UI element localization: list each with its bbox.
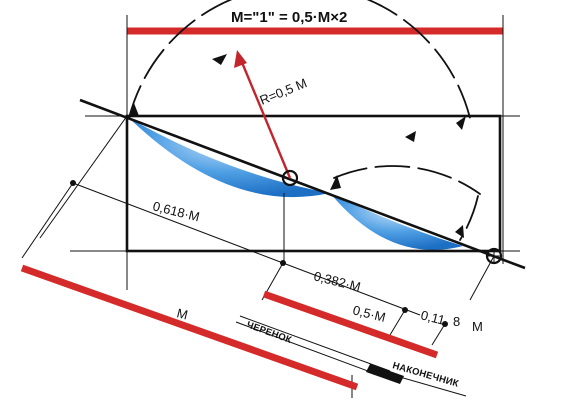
red-bar-05M	[262, 290, 439, 359]
small-arc-arrowhead-3	[455, 225, 464, 238]
dim-05-label: 0,5·M	[351, 302, 387, 325]
radius-arrowhead	[234, 50, 247, 68]
slant-guide-1	[39, 115, 128, 239]
small-arc-arrowhead-2	[405, 131, 416, 142]
dim-011-label: 0,11	[419, 307, 446, 327]
dim-0382-label: 0,382·M	[312, 268, 362, 294]
rectangle-diagonal	[79, 98, 526, 270]
large-dashed-arc	[128, 0, 471, 119]
small-arc-arrowhead	[330, 175, 341, 190]
dim-M-label: M	[175, 305, 189, 322]
handle-label: ЧЕРЕНОК	[245, 319, 293, 345]
radius-label: R=0,5 M	[258, 75, 310, 107]
arc-arrowhead-left	[129, 103, 139, 117]
slant-guide-4	[431, 323, 446, 346]
dim-8-unit-label: M	[472, 319, 483, 334]
top-formula-label: M="1" = 0,5·M×2	[231, 9, 347, 26]
arc-arrowhead-right	[456, 116, 466, 130]
radius-arrow-line	[239, 59, 292, 179]
slant-guide-3	[389, 309, 406, 336]
right-blue-crescent	[330, 193, 463, 250]
shaft-line-top	[239, 315, 391, 372]
red-bar-M	[20, 264, 359, 391]
tip-label: НАКОНЕЧНИК	[391, 360, 460, 389]
tip-black-segment	[366, 364, 404, 384]
slant-guide-5	[469, 255, 495, 301]
slant-guide-2	[21, 182, 74, 259]
arc-arrowhead-top	[212, 54, 227, 65]
centre-circle-marker	[281, 169, 299, 187]
small-dashed-arc	[333, 165, 481, 195]
dim-8-label: 8	[453, 314, 460, 329]
dim-line-0618	[72, 182, 284, 264]
rectangle-frame	[125, 114, 502, 253]
small-dashed-arc-lower	[459, 195, 479, 241]
left-blue-crescent	[129, 118, 330, 198]
dim-0618-label: 0,618·M	[151, 198, 201, 224]
dim-line-0382	[282, 262, 421, 316]
shaft-line-bottom	[235, 321, 385, 378]
